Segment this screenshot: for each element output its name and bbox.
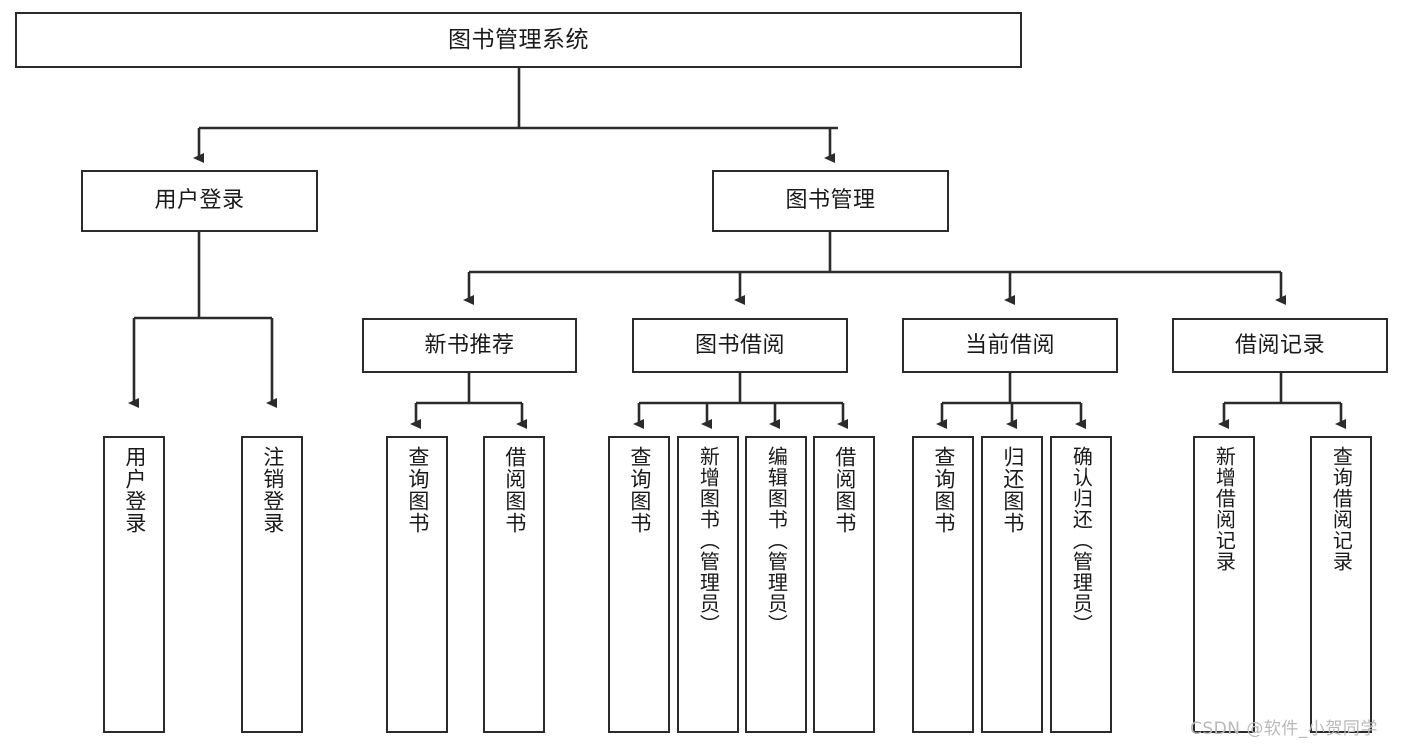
node-book-borrow[interactable]: 图书借阅 — [632, 318, 848, 373]
node-label: 查询图书 — [931, 446, 956, 534]
node-leaf-edit-book-admin[interactable]: 编辑图书（管理员） — [745, 436, 807, 733]
node-leaf-confirm-return-admin[interactable]: 确认归还（管理员） — [1050, 436, 1112, 733]
node-label: 查询图书 — [405, 446, 430, 534]
node-label: 用户登录 — [154, 188, 245, 214]
node-leaf-logout[interactable]: 注销登录 — [241, 436, 303, 733]
node-label: 查询借阅记录 — [1329, 446, 1354, 572]
node-leaf-add-book-admin[interactable]: 新增图书（管理员） — [677, 436, 739, 733]
node-user-login[interactable]: 用户登录 — [81, 170, 318, 232]
node-leaf-query-borrow-record[interactable]: 查询借阅记录 — [1310, 436, 1372, 733]
node-new-book-recommend[interactable]: 新书推荐 — [362, 318, 577, 373]
node-leaf-user-login[interactable]: 用户登录 — [103, 436, 165, 733]
node-root-book-management-system[interactable]: 图书管理系统 — [15, 12, 1022, 68]
node-label: 确认归还（管理员） — [1069, 446, 1094, 635]
node-label: 新增借阅记录 — [1212, 446, 1237, 572]
node-label: 借阅图书 — [502, 446, 527, 534]
node-borrow-record[interactable]: 借阅记录 — [1172, 318, 1388, 373]
node-book-management[interactable]: 图书管理 — [712, 170, 949, 232]
node-leaf-add-borrow-record[interactable]: 新增借阅记录 — [1193, 436, 1255, 733]
node-label: 新增图书（管理员） — [696, 446, 721, 635]
node-label: 图书管理 — [785, 188, 876, 214]
node-label: 注销登录 — [260, 446, 285, 534]
node-current-borrow[interactable]: 当前借阅 — [902, 318, 1118, 373]
node-label: 借阅图书 — [832, 446, 857, 534]
node-label: 借阅记录 — [1234, 332, 1325, 358]
node-label: 用户登录 — [122, 446, 147, 534]
node-label: 编辑图书（管理员） — [764, 446, 789, 635]
node-label: 当前借阅 — [964, 332, 1055, 358]
node-leaf-return-book[interactable]: 归还图书 — [981, 436, 1043, 733]
node-leaf-borrow-book-recommend[interactable]: 借阅图书 — [483, 436, 545, 733]
node-label: 图书借阅 — [694, 332, 785, 358]
node-leaf-query-book-current[interactable]: 查询图书 — [912, 436, 974, 733]
node-leaf-query-book-borrow[interactable]: 查询图书 — [608, 436, 670, 733]
node-leaf-borrow-book[interactable]: 借阅图书 — [813, 436, 875, 733]
csdn-watermark: CSDN @软件_小贺同学 — [1190, 719, 1378, 739]
node-label: 查询图书 — [627, 446, 652, 534]
node-label: 归还图书 — [1000, 446, 1025, 534]
node-label: 图书管理系统 — [448, 26, 589, 53]
node-leaf-query-book-recommend[interactable]: 查询图书 — [386, 436, 448, 733]
node-label: 新书推荐 — [424, 332, 515, 358]
